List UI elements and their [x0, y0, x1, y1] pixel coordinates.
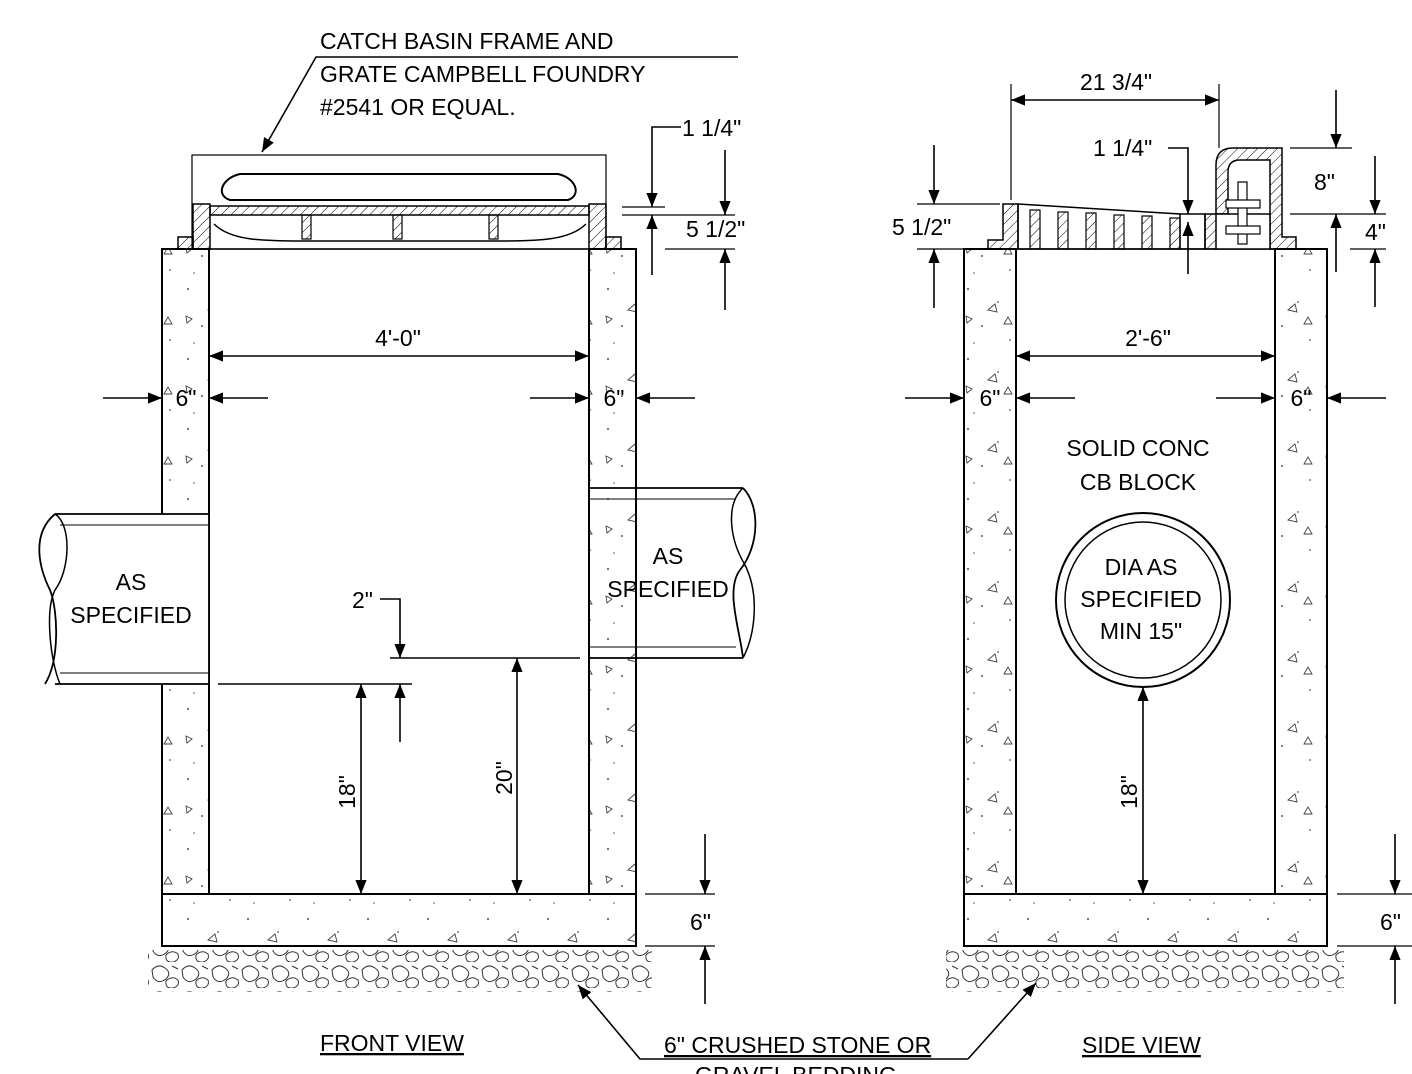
- front-pipe-left-line2: SPECIFIED: [70, 602, 191, 628]
- side-view: [577, 84, 1412, 1060]
- side-right-wall: [1274, 248, 1328, 895]
- side-pipe-inner: [1064, 521, 1222, 679]
- front-dim-base: 6": [690, 909, 711, 935]
- front-pipe-right-line2: SPECIFIED: [607, 576, 728, 602]
- front-right-pipe: [589, 487, 757, 659]
- side-dim-wall-right: 6": [1291, 385, 1312, 411]
- bedding-callout-line2: GRAVEL BEDDING: [695, 1062, 897, 1074]
- side-pipe-line2: SPECIFIED: [1080, 586, 1201, 612]
- side-dim-width: 2'-6": [1125, 325, 1171, 351]
- side-dim-curb-height: 8": [1314, 169, 1335, 195]
- side-dim-grate-slope: 1 1/4": [1093, 135, 1152, 161]
- side-dim-wall-left: 6": [980, 385, 1001, 411]
- front-base-slab: [161, 893, 637, 947]
- side-pipe-line3: MIN 15": [1100, 618, 1182, 644]
- front-dim-width: 4'-0": [375, 325, 421, 351]
- front-pipe-left-line1: AS: [116, 569, 147, 595]
- side-view-title: SIDE VIEW: [1082, 1032, 1201, 1058]
- front-dim-drop: 2": [352, 587, 373, 613]
- frame-callout-line3: #2541 OR EQUAL.: [320, 94, 516, 120]
- side-dim-base: 6": [1380, 909, 1401, 935]
- frame-callout-line1: CATCH BASIN FRAME AND: [320, 28, 614, 54]
- front-dim-wall-right: 6": [604, 385, 625, 411]
- front-dim-inlet: 20": [491, 761, 517, 795]
- bedding-callout-line1: 6" CRUSHED STONE OR: [664, 1032, 931, 1058]
- front-dim-frame-top: 1 1/4": [682, 115, 741, 141]
- side-left-wall: [963, 248, 1017, 895]
- front-view-title: FRONT VIEW: [320, 1030, 464, 1056]
- front-dim-wall-left: 6": [176, 385, 197, 411]
- side-dim-curb-lip: 4": [1365, 219, 1386, 245]
- front-gravel-bedding: [148, 950, 652, 992]
- front-dim-outlet: 18": [334, 775, 360, 809]
- side-gravel-bedding: [946, 950, 1344, 992]
- front-dim-frame-height: 5 1/2": [686, 216, 745, 242]
- front-pipe-right-line1: AS: [653, 543, 684, 569]
- side-frame-and-grate: [987, 147, 1297, 250]
- front-left-pipe: [38, 513, 210, 685]
- side-block-line2: CB BLOCK: [1080, 469, 1197, 495]
- bedding-callout-leader: [577, 984, 968, 1060]
- side-dim-outlet: 18": [1116, 775, 1142, 809]
- frame-callout-leader: [261, 56, 738, 153]
- side-base-slab: [963, 893, 1328, 947]
- side-block-line1: SOLID CONC: [1066, 435, 1209, 461]
- labels: CATCH BASIN FRAME AND GRATE CAMPBELL FOU…: [70, 28, 1401, 1074]
- frame-callout-line2: GRATE CAMPBELL FOUNDRY: [320, 61, 645, 87]
- side-dim-frame-height: 5 1/2": [892, 214, 951, 240]
- side-pipe-line1: DIA AS: [1105, 554, 1178, 580]
- side-dim-grate-width: 21 3/4": [1080, 69, 1152, 95]
- front-frame-and-grate: [177, 154, 622, 250]
- front-right-wall: [588, 248, 637, 895]
- front-view: [38, 56, 757, 1004]
